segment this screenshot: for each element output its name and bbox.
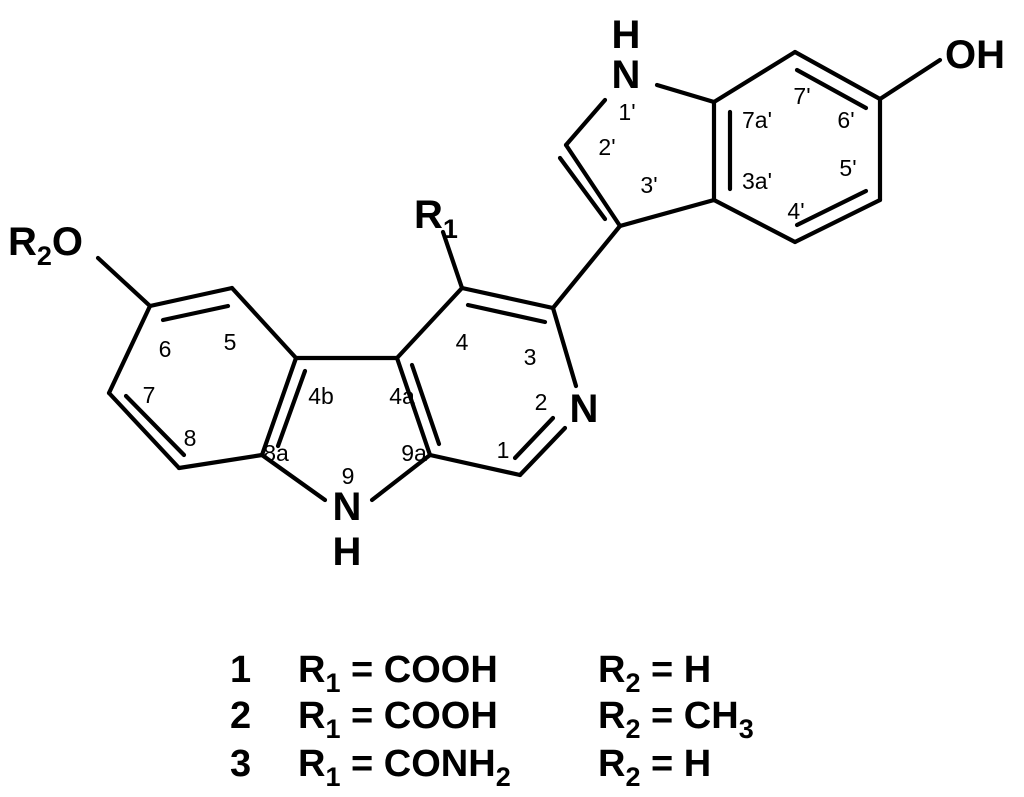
atom-r2o: R2O [8, 220, 83, 271]
pos-7: 7 [143, 382, 156, 408]
compound-row: 1 R1 = COOH R2 = H [230, 649, 711, 698]
atom-n9: N [333, 485, 362, 529]
pos-9: 9 [342, 463, 355, 489]
bond-c6-c7 [106, 303, 153, 396]
bond-c3-c3p [550, 223, 623, 311]
pos-1p: 1' [618, 99, 635, 125]
pos-4p: 4' [787, 198, 804, 224]
atom-n-indole: N [612, 53, 641, 97]
bond-n2-c1-inner [512, 415, 556, 461]
compound-r1: R1 = COOH [298, 695, 498, 744]
pos-4b: 4b [308, 383, 334, 409]
bond-c6-c5 [147, 285, 235, 309]
bond-c2p-n1p [563, 97, 608, 148]
compound-r2: R2 = H [598, 649, 711, 698]
pos-2p: 2' [598, 134, 615, 160]
bond-c4p-c3ap [711, 197, 798, 245]
pos-3: 3 [524, 344, 537, 370]
pos-4a: 4a [389, 383, 415, 409]
compound-r2: R2 = CH3 [598, 695, 754, 744]
bond-c1-c9a [427, 452, 523, 478]
pos-2: 2 [535, 389, 548, 415]
compound-number: 3 [230, 743, 251, 785]
bond-c6p-oh [877, 57, 943, 102]
pos-6: 6 [159, 336, 172, 362]
bond-c8-c8a [176, 452, 265, 471]
atom-h-indole: H [612, 13, 641, 57]
atom-labels: H N OH R1 R2O N N H [8, 13, 1005, 574]
pos-8: 8 [184, 425, 197, 451]
bond-o-c6 [95, 255, 153, 309]
bond-c5p-c4p-inner [794, 188, 869, 228]
bond-c4a-c9a [394, 355, 433, 458]
pos-9a: 9a [401, 440, 427, 466]
compound-number: 2 [230, 695, 251, 737]
pos-8a: 8a [263, 440, 289, 466]
pos-6p: 6' [837, 107, 854, 133]
pos-3p: 3' [640, 172, 657, 198]
bond-c3p-c2p-inner [557, 155, 608, 222]
bond-c5-c4b [229, 285, 299, 361]
bond-c7-c8 [106, 390, 182, 471]
bond-c8a-c4b [259, 355, 299, 458]
pos-3ap: 3a' [742, 168, 772, 194]
pos-5: 5 [224, 329, 237, 355]
bond-skeleton [95, 223, 623, 503]
compound-r1: R1 = COOH [298, 649, 498, 698]
compound-row: 2 R1 = COOH R2 = CH3 [230, 695, 754, 744]
position-numbers: 1' 2' 3' 3a' 4' 5' 6' 7' 7a' 1 2 3 4 4a … [143, 83, 857, 489]
bond-n1p-c7ap [654, 82, 717, 105]
bond-n9-c9a [369, 452, 433, 503]
bond-c3-n2 [550, 305, 579, 389]
bond-c7ap-c7p [711, 49, 798, 105]
bond-c7p-c6p-inner [794, 67, 869, 111]
bond-c7-c8-inner [123, 393, 187, 458]
atom-oh: OH [945, 33, 1005, 77]
atom-r1: R1 [414, 193, 458, 244]
bond-n2-c1 [517, 425, 568, 478]
bond-c4-r1 [440, 229, 465, 291]
pos-1: 1 [497, 437, 510, 463]
bond-c8a-c4b-inner [275, 368, 308, 449]
compound-r2: R2 = H [598, 743, 711, 792]
bond-c6-c5-inner [160, 303, 231, 323]
pos-4: 4 [456, 329, 469, 355]
compound-number: 1 [230, 649, 251, 691]
bond-c3p-c3ap [617, 197, 717, 229]
bond-c4a-c9a-inner [409, 362, 442, 447]
compound-legend: 1 R1 = COOH R2 = H 2 R1 = COOH R2 = CH3 … [230, 649, 754, 792]
pos-5p: 5' [839, 155, 856, 181]
atom-h9: H [333, 530, 362, 574]
bond-c4-c3 [459, 285, 556, 311]
bond-c8a-n9 [259, 452, 328, 503]
bond-c5p-c4p [792, 197, 883, 245]
compound-row: 3 R1 = CONH2 R2 = H [230, 743, 711, 792]
bond-c4a-c4 [394, 285, 465, 361]
compound-r1: R1 = CONH2 [298, 743, 511, 792]
atom-n2: N [570, 387, 599, 431]
bond-c3p-c2p [563, 142, 623, 229]
pos-7ap: 7a' [742, 107, 772, 133]
bond-c4-c3-inner [465, 302, 548, 325]
pos-7p: 7' [793, 83, 810, 109]
bond-c7p-c6p [792, 49, 883, 102]
bond-indole [557, 49, 943, 245]
